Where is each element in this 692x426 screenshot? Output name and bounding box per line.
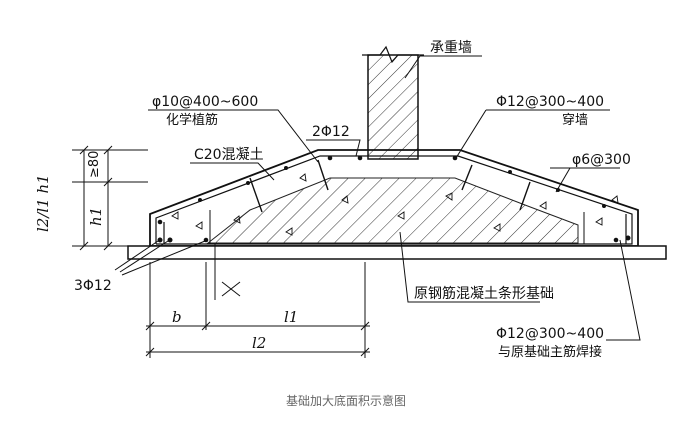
stirrup-label: φ6@300 <box>572 152 631 168</box>
dim-l1: l1 <box>284 308 298 326</box>
weld-name: 与原基础主筋焊接 <box>498 344 602 360</box>
concrete-label: C20混凝土 <box>194 147 264 163</box>
aggregate-marks <box>171 173 619 236</box>
weld-spec: Φ12@300~400 <box>496 326 604 342</box>
anchor-rebar-spec: φ10@400~600 <box>152 94 258 110</box>
dim-h1: h1 <box>87 207 105 226</box>
dim-bottom <box>145 262 370 358</box>
dim-b: b <box>172 308 182 326</box>
original-foundation <box>206 177 579 244</box>
bearing-wall <box>362 45 424 160</box>
top-bars-label: 2Φ12 <box>312 124 350 140</box>
anchor-bars <box>249 159 531 213</box>
dim-h1-formula: l2/l1 h1 <box>34 174 52 232</box>
original-foundation-label: 原钢筋混凝土条形基础 <box>414 285 554 302</box>
base-strip <box>127 245 667 260</box>
figure-caption: 基础加大底面积示意图 <box>285 394 406 408</box>
dim-left <box>72 145 148 251</box>
leader-lines <box>114 55 641 341</box>
through-wall-spec: Φ12@300~400 <box>496 94 604 110</box>
dim-min80: ≥80 <box>87 151 102 178</box>
bearing-wall-label: 承重墙 <box>430 40 472 56</box>
bottom-bars-label: 3Φ12 <box>74 278 112 294</box>
section-mark <box>214 244 241 300</box>
through-wall-name: 穿墙 <box>562 112 588 128</box>
rebar-dots <box>157 155 631 243</box>
dim-l2: l2 <box>252 334 266 352</box>
anchor-rebar-name: 化学植筋 <box>166 112 218 128</box>
